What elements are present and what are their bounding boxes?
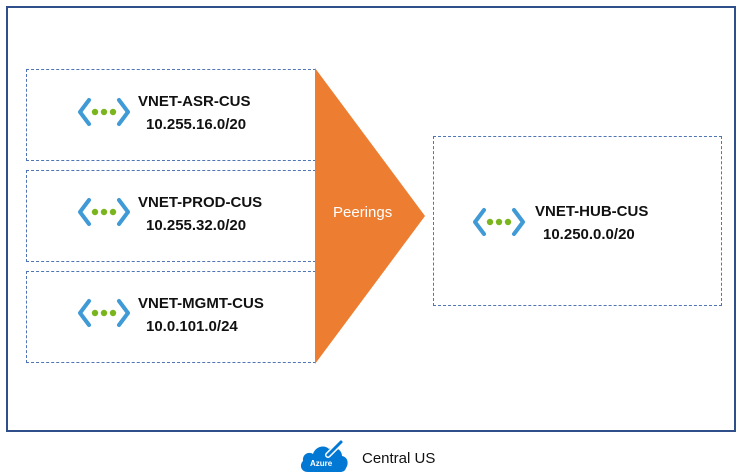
vnet-name-prod: VNET-PROD-CUS bbox=[138, 194, 263, 211]
vnet-box-mgmt bbox=[26, 271, 316, 363]
azure-logo-text: Azure bbox=[310, 459, 333, 468]
virtual-network-icon bbox=[78, 198, 130, 226]
virtual-network-icon bbox=[473, 208, 525, 236]
vnet-box-asr bbox=[26, 69, 316, 161]
vnet-cidr-hub: 10.250.0.0/20 bbox=[543, 226, 635, 243]
virtual-network-icon bbox=[78, 299, 130, 327]
vnet-cidr-prod: 10.255.32.0/20 bbox=[146, 217, 247, 234]
peerings-label: Peerings bbox=[333, 204, 393, 221]
vnet-name-mgmt: VNET-MGMT-CUS bbox=[138, 295, 264, 312]
vnet-cidr-mgmt: 10.0.101.0/24 bbox=[146, 318, 238, 335]
vnet-cidr-asr: 10.255.16.0/20 bbox=[146, 116, 247, 133]
region-name: Central US bbox=[362, 450, 436, 467]
region-frame bbox=[6, 6, 736, 432]
peerings-arrow bbox=[315, 68, 425, 364]
vnet-box-hub bbox=[433, 136, 722, 306]
vnet-name-hub: VNET-HUB-CUS bbox=[535, 203, 649, 220]
virtual-network-icon bbox=[78, 98, 130, 126]
vnet-box-prod bbox=[26, 170, 316, 262]
vnet-name-asr: VNET-ASR-CUS bbox=[138, 93, 251, 110]
azure-cloud-icon bbox=[300, 439, 348, 472]
